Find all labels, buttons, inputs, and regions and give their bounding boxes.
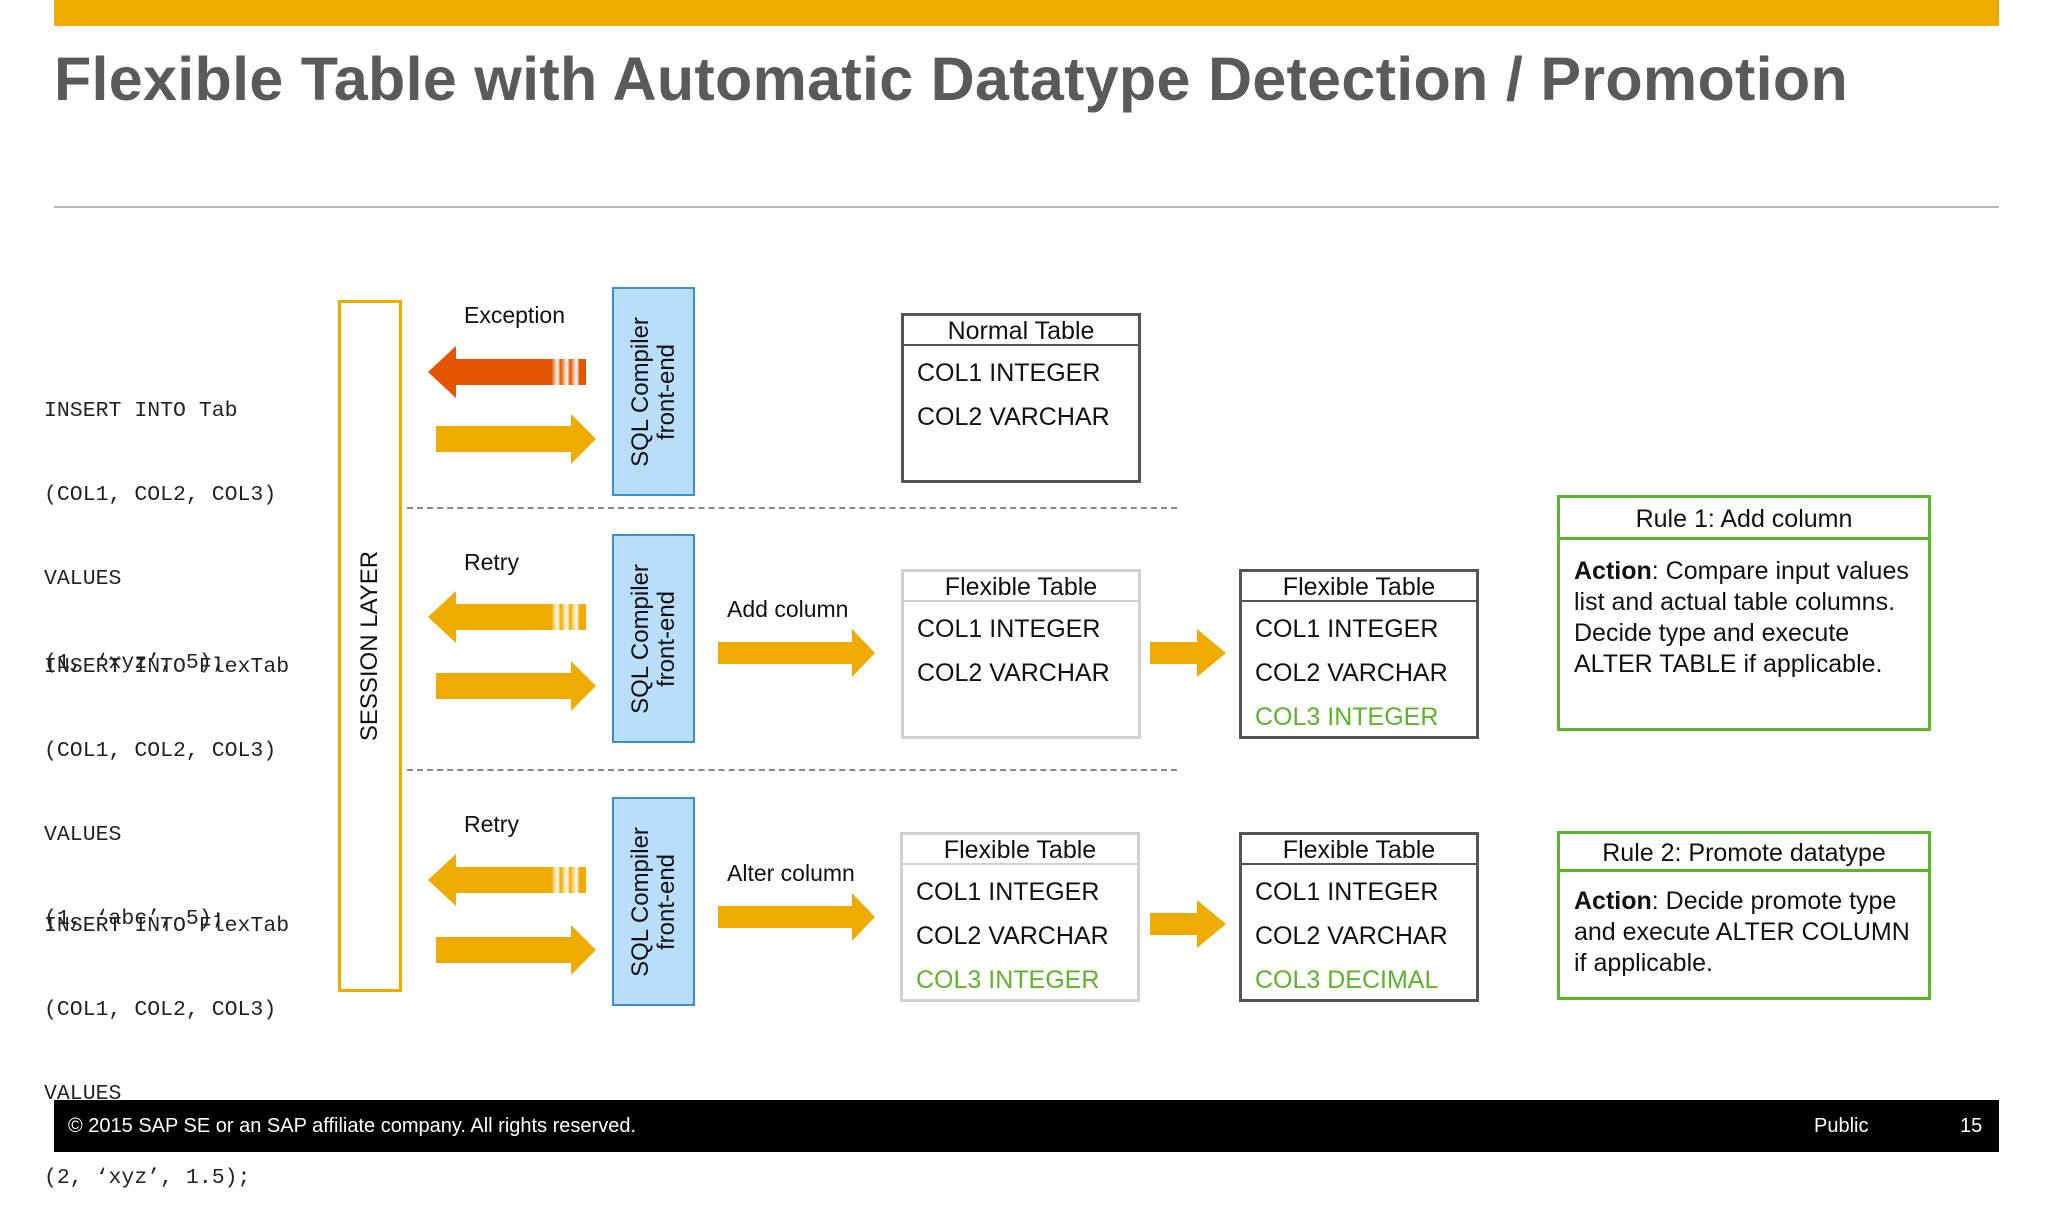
rule-action-word: Action [1574,557,1652,585]
request-arrow [436,661,596,711]
alter-column-label: Alter column [727,860,855,886]
sql-compiler-label: SQL Compiler front-end [626,826,680,977]
table-column: COL1 INTEGER [917,359,1101,387]
compiler-line: SQL Compiler [626,826,654,977]
sql-line: (COL1, COL2, COL3) [44,998,277,1022]
compiler-line: front-end [652,590,680,687]
sql-statement-1: INSERT INTO Tab (COL1, COL2, COL3) VALUE… [44,341,276,705]
normal-table: Normal Table COL1 INTEGER COL2 VARCHAR [901,313,1141,483]
row-separator [407,507,1177,509]
sql-compiler-box: SQL Compiler front-end [612,287,695,496]
slide-title: Flexible Table with Automatic Datatype D… [54,45,1848,113]
rule-text: : Compare input values list and actual t… [1574,557,1909,678]
rule-1-box: Rule 1: Add column Action: Compare input… [1557,495,1931,731]
page-number: 15 [1960,1115,1983,1137]
session-layer-box: SESSION LAYER [338,300,402,992]
table-title: Normal Table [904,316,1138,346]
rule-body: Action: Compare input values list and ac… [1560,540,1928,680]
table-column: COL2 VARCHAR [917,403,1110,431]
sql-line: (COL1, COL2, COL3) [44,483,277,507]
sql-line: VALUES [44,567,122,591]
sql-compiler-box: SQL Compiler front-end [612,534,695,743]
table-column-new: COL3 INTEGER [916,966,1100,994]
sql-line: (2, ‘xyz’, 1.5); [44,1166,251,1190]
alter-column-arrow [718,893,875,941]
rule-text: : Decide promote type and execute ALTER … [1574,887,1910,977]
table-title: Flexible Table [903,835,1137,865]
flow-arrows [428,346,1226,975]
compiler-line: front-end [652,853,680,950]
request-arrow [436,414,596,464]
table-column: COL1 INTEGER [1255,615,1439,643]
exception-arrow [428,346,586,398]
table-column: COL1 INTEGER [1255,878,1439,906]
table-title: Flexible Table [904,572,1138,602]
sql-compiler-label: SQL Compiler front-end [626,316,680,467]
flexible-table-before: Flexible Table COL1 INTEGER COL2 VARCHAR… [900,832,1140,1002]
sql-line: VALUES [44,823,122,847]
retry-arrow [428,854,586,906]
rule-action-word: Action [1574,887,1652,915]
sql-line: INSERT INTO FlexTab [44,914,290,938]
classification-label: Public [1814,1115,1869,1137]
sql-line: (1, ‘xyz’, 5); [44,651,225,675]
rule-title: Rule 2: Promote datatype [1560,834,1928,872]
table-title: Flexible Table [1242,835,1476,865]
table-title: Flexible Table [1242,572,1476,602]
table-column: COL2 VARCHAR [916,922,1109,950]
sql-statement-2: INSERT INTO FlexTab (COL1, COL2, COL3) V… [44,597,289,961]
retry-arrow [428,591,586,643]
add-column-arrow [718,629,875,677]
compiler-line: front-end [652,343,680,440]
copyright-text: © 2015 SAP SE or an SAP affiliate compan… [68,1115,637,1137]
request-arrow [436,925,596,975]
table-column: COL2 VARCHAR [917,659,1110,687]
sql-line: (COL1, COL2, COL3) [44,739,277,763]
sql-line: INSERT INTO FlexTab [44,655,290,679]
footer-bar: © 2015 SAP SE or an SAP affiliate compan… [54,1100,1999,1152]
compiler-line: SQL Compiler [626,563,654,714]
title-divider [54,206,1999,208]
transform-arrow [1150,629,1226,677]
top-accent-bar [54,0,1999,26]
sql-compiler-label: SQL Compiler front-end [626,563,680,714]
table-column-new: COL3 DECIMAL [1255,966,1439,994]
rule-title: Rule 1: Add column [1560,498,1928,540]
rule-2-box: Rule 2: Promote datatype Action: Decide … [1557,831,1931,1000]
rule-body: Action: Decide promote type and execute … [1560,872,1928,979]
retry-label: Retry [464,811,519,837]
transform-arrow [1150,900,1226,948]
table-column: COL2 VARCHAR [1255,659,1448,687]
retry-label: Retry [464,549,519,575]
table-column: COL1 INTEGER [916,878,1100,906]
table-column: COL2 VARCHAR [1255,922,1448,950]
flexible-table-before: Flexible Table COL1 INTEGER COL2 VARCHAR [901,569,1141,739]
flexible-table-after: Flexible Table COL1 INTEGER COL2 VARCHAR… [1239,832,1479,1002]
compiler-line: SQL Compiler [626,316,654,467]
table-column: COL1 INTEGER [917,615,1101,643]
row-separator [407,769,1177,771]
add-column-label: Add column [727,596,849,622]
exception-label: Exception [464,302,566,328]
table-column-new: COL3 INTEGER [1255,703,1439,731]
flexible-table-after: Flexible Table COL1 INTEGER COL2 VARCHAR… [1239,569,1479,739]
sql-compiler-box: SQL Compiler front-end [612,797,695,1006]
sql-line: (1, ‘abc’, 5); [44,907,225,931]
sql-line: INSERT INTO Tab [44,399,238,423]
